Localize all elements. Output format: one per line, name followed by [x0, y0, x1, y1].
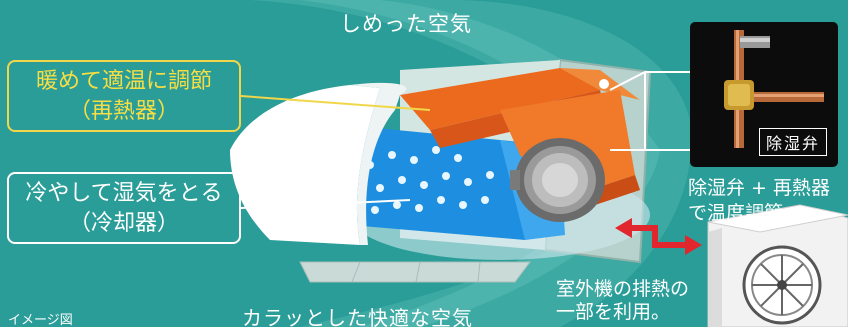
reheater-callout-line1: 暖めて適温に調節 [35, 69, 212, 94]
exhaust-caption: 室外機の排熱の 一部を利用。 [556, 278, 689, 324]
unit-front-cover [230, 85, 380, 245]
outdoor-unit [707, 204, 848, 327]
cooler-callout-line2: （冷却器） [68, 211, 179, 236]
exhaust-caption-line1: 室外機の排熱の [556, 278, 690, 300]
valve-icon [724, 30, 824, 148]
valve-tag: 除湿弁 [759, 128, 828, 156]
reheater-callout: 暖めて適温に調節 （再熱器） [7, 60, 241, 132]
exhaust-arrow [628, 225, 690, 248]
reheater-block [400, 68, 600, 130]
reheater-callout-line2: （再熱器） [68, 99, 179, 124]
valve-caption-line2: で温度調節 [688, 202, 784, 224]
dehumidify-valve-photo [690, 22, 838, 167]
cooler-leader [240, 199, 411, 209]
reheater-leader [240, 95, 431, 111]
exhaust-caption-line2: 一部を利用。 [556, 301, 671, 323]
image-note: イメージ図 [8, 313, 73, 327]
dry-air-label: カラッとした快適な空気 [242, 306, 473, 327]
cooler-callout: 冷やして湿気をとる （冷却器） [7, 172, 241, 244]
valve-caption: 除湿弁 + 再熱器 で温度調節 [688, 176, 830, 226]
water-drops [366, 146, 494, 214]
cooler-callout-line1: 冷やして湿気をとる [25, 181, 223, 206]
valve-caption-line1: 除湿弁 + 再熱器 [688, 177, 830, 199]
humid-air-label: しめった空気 [340, 12, 472, 36]
louver [299, 261, 531, 283]
fan-roller [510, 138, 605, 222]
